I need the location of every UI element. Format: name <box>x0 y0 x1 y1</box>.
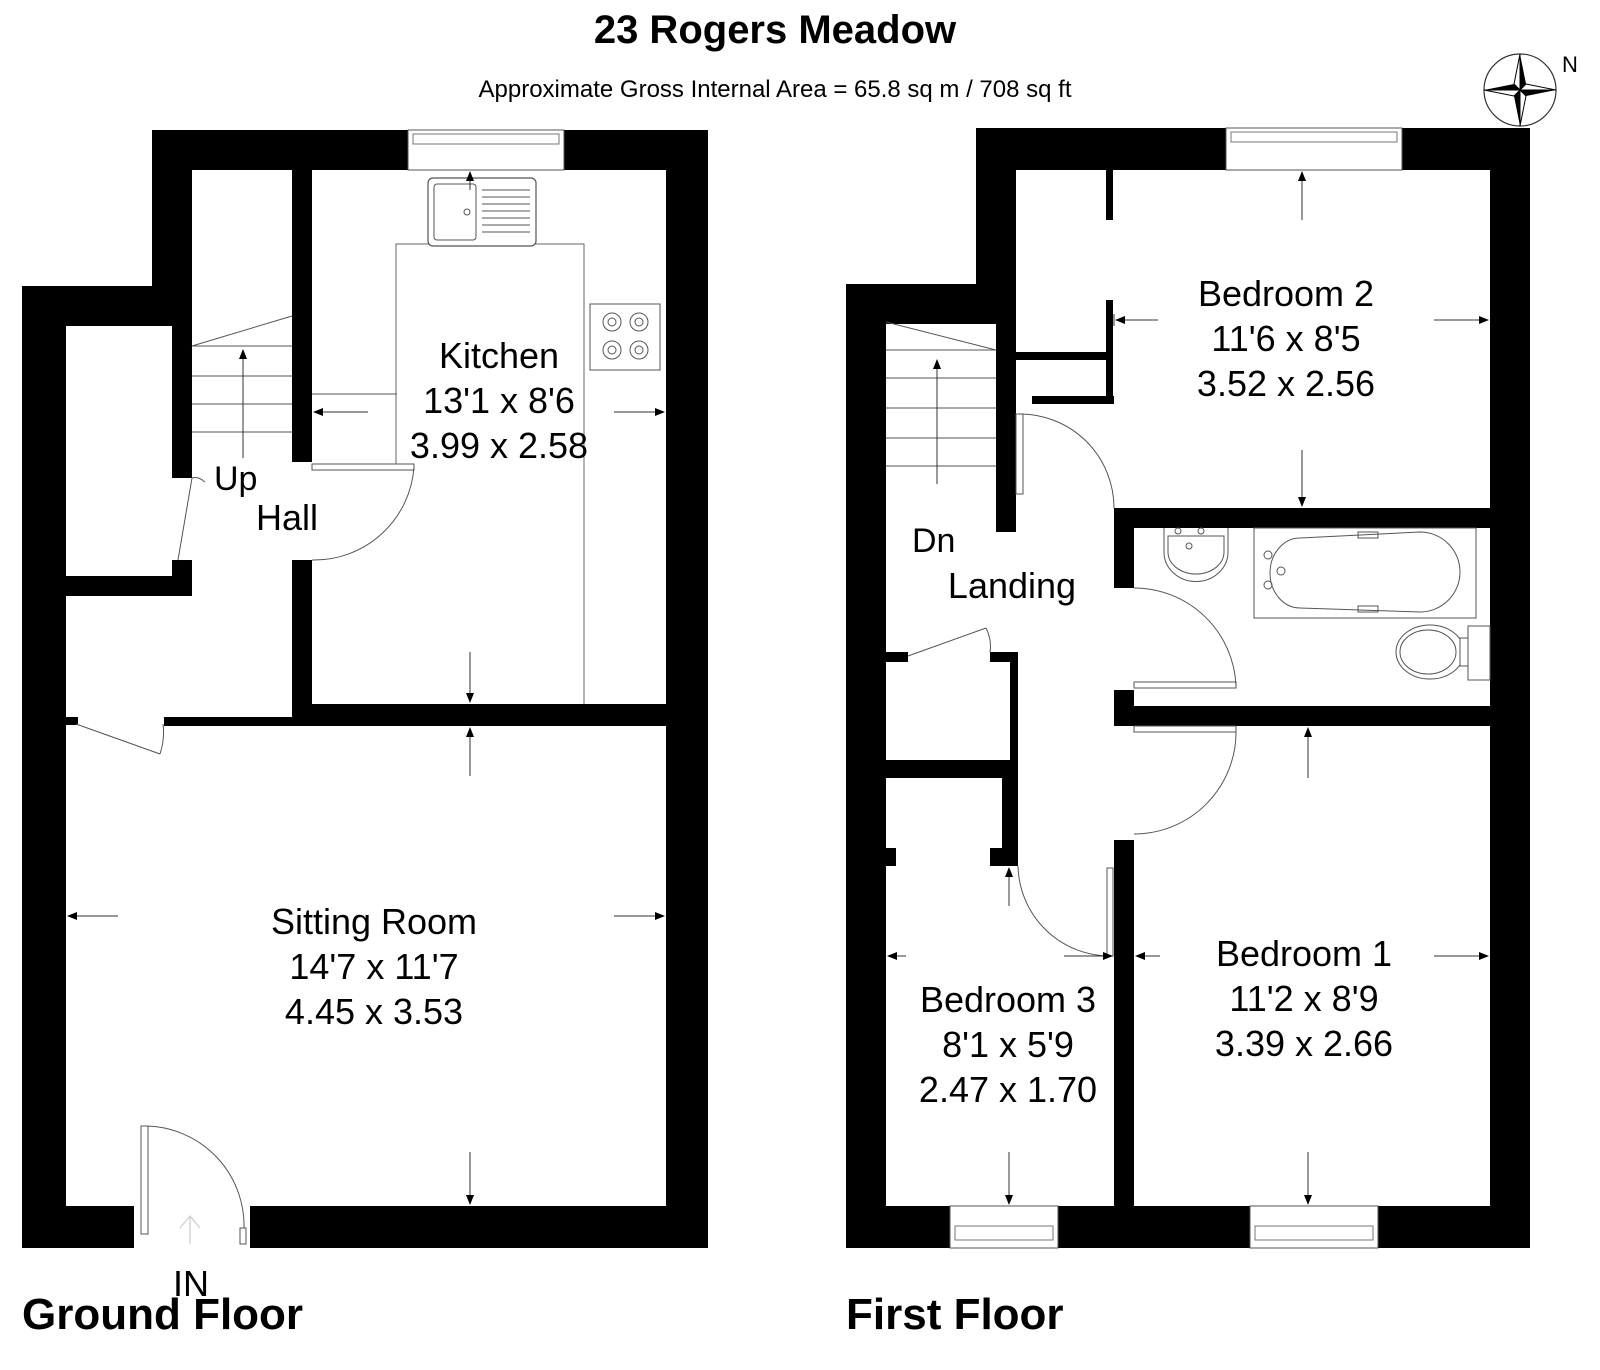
compass-rose-icon <box>1483 53 1557 127</box>
ground-floor-label: Ground Floor <box>22 1290 304 1339</box>
ground-floor-plan: Kitchen 13'1 x 8'6 3.99 x 2.58 Up Hall S… <box>22 129 708 1304</box>
sitting-room-name: Sitting Room <box>271 901 477 942</box>
first-floor-plan: Bedroom 2 11'6 x 8'5 3.52 x 2.56 Dn Land… <box>846 127 1530 1249</box>
bedroom-3-imperial: 8'1 x 5'9 <box>942 1024 1074 1065</box>
north-label: N <box>1562 52 1578 77</box>
entrance-arrow-icon <box>179 1215 201 1244</box>
bedroom-3-metric: 2.47 x 1.70 <box>919 1069 1097 1110</box>
entrance-label: IN <box>173 1263 209 1304</box>
bedroom-2-name: Bedroom 2 <box>1198 273 1374 314</box>
bedroom-1-name: Bedroom 1 <box>1216 933 1392 974</box>
hall-name: Hall <box>256 497 318 538</box>
bedroom-2-metric: 3.52 x 2.56 <box>1197 363 1375 404</box>
area-subtitle: Approximate Gross Internal Area = 65.8 s… <box>478 76 1072 103</box>
stairs-down-label: Dn <box>912 522 955 560</box>
bedroom-2-imperial: 11'6 x 8'5 <box>1211 318 1360 359</box>
kitchen-metric: 3.99 x 2.58 <box>410 425 588 466</box>
kitchen-imperial: 13'1 x 8'6 <box>423 380 575 421</box>
kitchen-name: Kitchen <box>439 335 559 376</box>
first-floor-label: First Floor <box>846 1290 1064 1339</box>
bedroom-3-name: Bedroom 3 <box>920 979 1096 1020</box>
sitting-room-imperial: 14'7 x 11'7 <box>289 946 458 987</box>
sitting-room-metric: 4.45 x 3.53 <box>285 991 463 1032</box>
landing-name: Landing <box>948 565 1076 606</box>
bedroom-1-imperial: 11'2 x 8'9 <box>1229 978 1378 1019</box>
bedroom-1-metric: 3.39 x 2.66 <box>1215 1023 1393 1064</box>
page-title: 23 Rogers Meadow <box>593 8 957 52</box>
stairs-up-label: Up <box>214 460 257 498</box>
